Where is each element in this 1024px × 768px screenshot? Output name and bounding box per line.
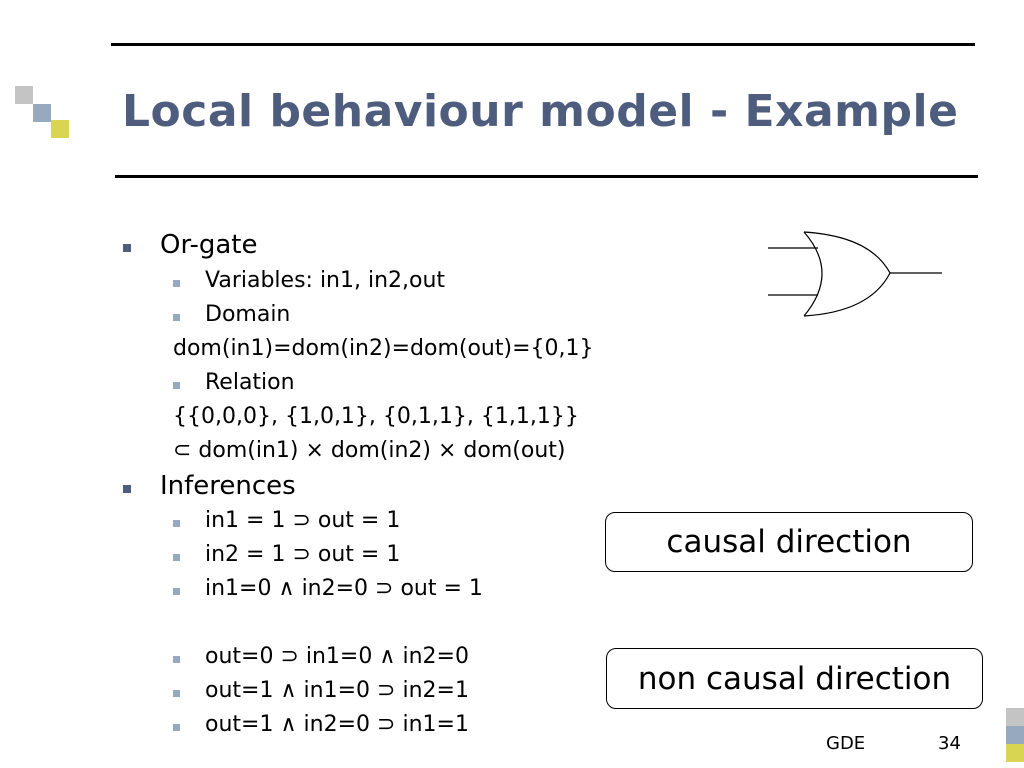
title-top-rule [111,43,975,46]
bullet-marker [173,656,180,663]
bullet-variables: Variables: in1, in2,out [205,268,446,293]
bullet-or-gate: Or-gate [160,230,258,260]
bullet-marker [173,554,180,561]
bullet-marker [173,690,180,697]
bullet-marker [123,244,131,252]
inference-6: out=1 ∧ in2=0 ⊃ in1=1 [205,712,469,737]
page-title: Local behaviour model - Example [122,86,959,137]
or-gate-symbol-icon [768,231,942,317]
callout-label: non causal direction [637,660,952,697]
bullet-relation: Relation [205,370,295,395]
deco-square-gray [15,86,33,104]
page-number: 34 [938,733,961,754]
non-causal-direction-callout: non causal direction [606,648,983,709]
relation-subset: ⊂ dom(in1) × dom(in2) × dom(out) [173,438,566,463]
causal-direction-callout: causal direction [605,512,973,572]
bullet-marker [173,280,180,287]
deco-square-blue [33,104,51,122]
relation-set: {{0,0,0}, {1,0,1}, {0,1,1}, {1,1,1}} [173,404,579,429]
domain-definition: dom(in1)=dom(in2)=dom(out)={0,1} [173,336,594,361]
inference-3: in1=0 ∧ in2=0 ⊃ out = 1 [205,576,483,601]
title-bottom-rule [115,175,978,178]
deco-square-blue-br [1006,726,1024,744]
deco-square-yellow [51,120,69,138]
bullet-marker [173,724,180,731]
deco-square-gray-br [1006,708,1024,726]
inference-1: in1 = 1 ⊃ out = 1 [205,508,401,533]
callout-label: causal direction [666,524,912,560]
bullet-marker [123,485,131,493]
bullet-marker [173,382,180,389]
bullet-domain: Domain [205,302,291,327]
bullet-marker [173,588,180,595]
bullet-marker [173,520,180,527]
deco-square-yellow-br [1006,744,1024,762]
inference-4: out=0 ⊃ in1=0 ∧ in2=0 [205,644,469,669]
bullet-inferences: Inferences [160,471,296,501]
footer-label: GDE [826,733,866,754]
bullet-marker [173,314,180,321]
inference-5: out=1 ∧ in1=0 ⊃ in2=1 [205,678,469,703]
inference-2: in2 = 1 ⊃ out = 1 [205,542,401,567]
